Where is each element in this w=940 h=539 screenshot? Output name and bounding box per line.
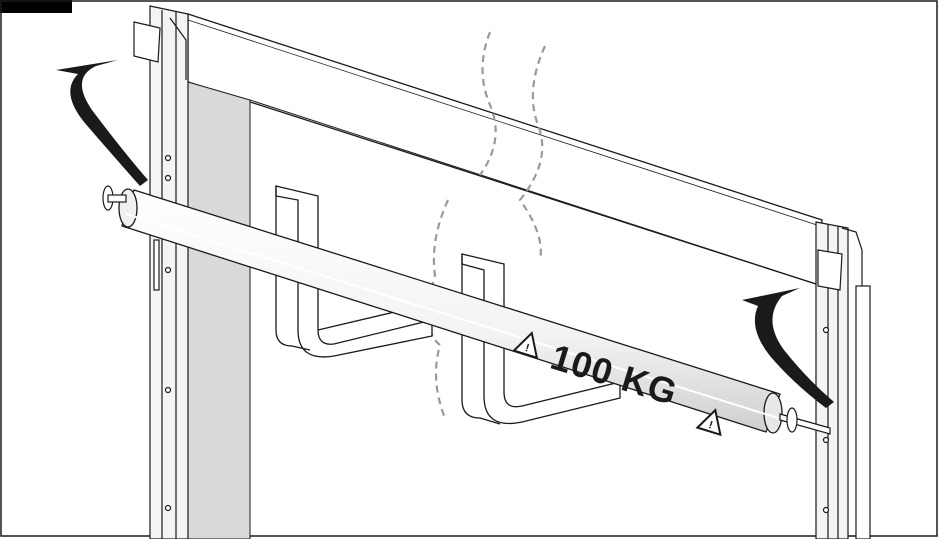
warning-triangle-icon: ! — [512, 331, 539, 360]
svg-text:!: ! — [707, 419, 714, 432]
roller-tube — [118, 188, 783, 434]
left-upright — [133, 5, 189, 539]
hook-bracket-right — [461, 253, 621, 425]
curved-rotate-arrow-icon — [56, 60, 834, 408]
axle-right — [779, 407, 831, 435]
step-badge — [0, 0, 72, 13]
warning-triangle-icon: ! — [695, 408, 722, 437]
axle-left — [102, 185, 127, 211]
right-upright — [815, 221, 871, 539]
back-panel-shade — [187, 81, 251, 539]
svg-text:!: ! — [524, 342, 531, 355]
